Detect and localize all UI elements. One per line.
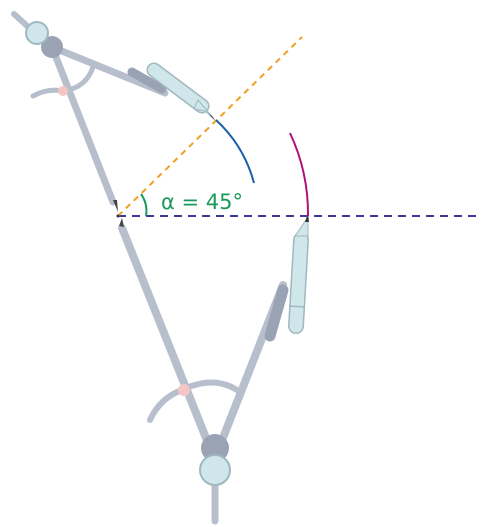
angle-label: α = 45° — [161, 190, 243, 214]
upper-pencil-lead — [209, 114, 216, 122]
lower-compass-pencil-clamp — [264, 284, 289, 342]
upper-compass-needle-leg — [48, 43, 117, 206]
lower-compass-cap — [199, 454, 231, 486]
upper-compass — [11, 11, 216, 212]
lower-compass-head — [201, 434, 229, 462]
upper-compass-pencil-clamp — [127, 67, 167, 94]
arc-magenta — [289, 132, 310, 217]
lower-compass — [118, 213, 309, 525]
lower-compass-needle-tip — [119, 218, 124, 227]
angle-line — [117, 36, 303, 217]
upper-pencil — [146, 62, 216, 122]
upper-compass-pencil-leg — [48, 43, 169, 97]
arc-blue — [215, 119, 255, 184]
upper-compass-head — [41, 36, 63, 58]
lower-pencil-tip — [294, 215, 309, 237]
angle-marker-arc — [140, 193, 148, 217]
upper-compass-hinge — [58, 86, 68, 96]
lower-pencil-ferrule — [288, 305, 306, 308]
upper-pencil-tip — [193, 99, 215, 120]
upper-compass-cap — [25, 21, 49, 45]
upper-compass-needle-tip — [113, 200, 118, 212]
vertex-point — [116, 214, 120, 218]
lower-compass-hinge — [178, 384, 190, 396]
lower-compass-needle-leg — [118, 224, 214, 452]
lower-pencil — [288, 213, 309, 334]
upper-pencil-body-fill — [148, 64, 208, 112]
lower-pencil-body-fill — [289, 233, 308, 333]
